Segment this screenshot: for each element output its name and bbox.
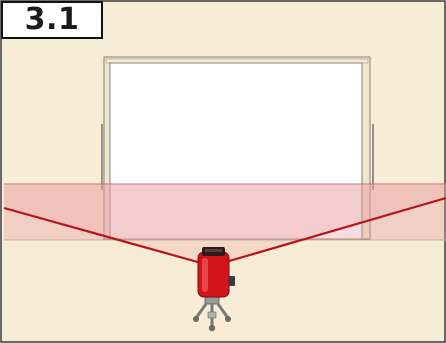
cross-line-laser-level-icon (193, 247, 235, 332)
window-header (105, 58, 369, 64)
tripod-base-icon (193, 295, 231, 332)
laser-beam-left (3, 206, 213, 268)
laser-plane (3, 183, 446, 268)
device-highlight (202, 258, 208, 292)
laser-plane-band (4, 184, 446, 240)
figure-label-badge: 3.1 (1, 1, 103, 39)
laser-fan (4, 184, 446, 265)
figure-label: 3.1 (24, 2, 80, 37)
device-side-knob (229, 276, 235, 286)
window-glass (109, 62, 363, 240)
laser-beam-right (211, 196, 446, 268)
window (101, 56, 374, 240)
